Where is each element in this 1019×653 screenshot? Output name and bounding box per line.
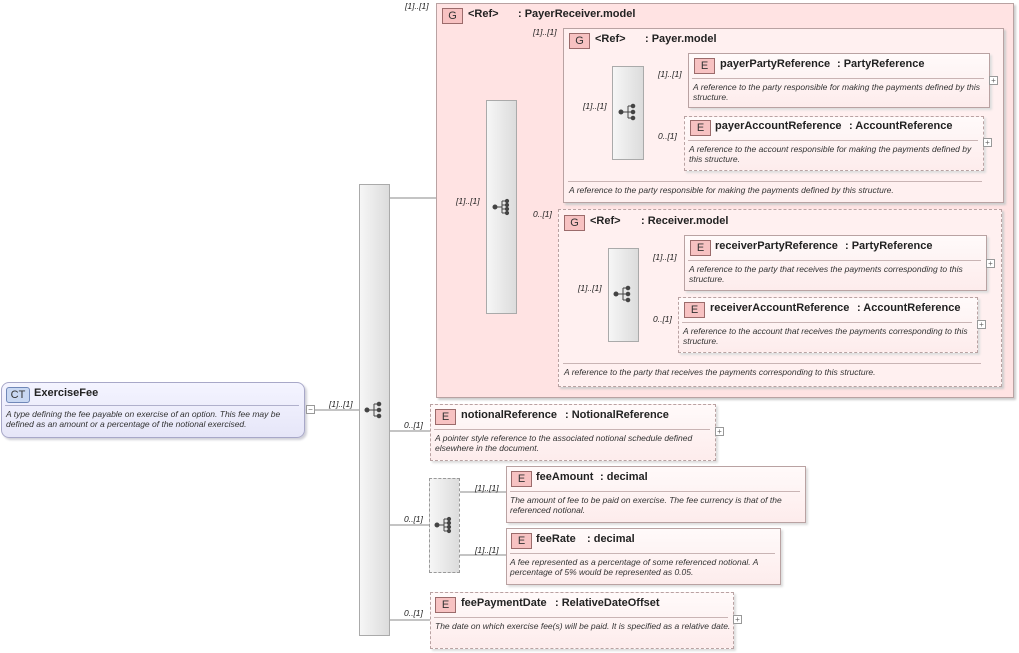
element-description: A reference to the account that receives… (683, 326, 968, 346)
complex-type-description: A type defining the fee payable on exerc… (6, 409, 281, 429)
cardinality-fee-payment-date: 0..[1] (404, 608, 423, 618)
element-description: A reference to the party that receives t… (689, 264, 963, 284)
cardinality-payer-sequence: [1]..[1] (583, 101, 607, 111)
element-divider (682, 322, 972, 323)
element-divider (510, 491, 800, 492)
group-divider (568, 181, 982, 182)
cardinality-payer-party: [1]..[1] (658, 69, 682, 79)
element-payer-party-reference[interactable] (688, 53, 990, 108)
complex-type-divider (5, 405, 299, 406)
choice-icon (434, 516, 452, 534)
group-ref-label: <Ref> (468, 8, 499, 20)
element-name: payerPartyReference (720, 58, 831, 70)
element-payer-account-reference[interactable] (684, 116, 984, 171)
cardinality-receiver-party: [1]..[1] (653, 252, 677, 262)
element-fee-rate[interactable] (506, 528, 781, 585)
collapse-toggle[interactable]: − (306, 405, 315, 414)
sequence-icon (613, 285, 631, 303)
element-icon: E (435, 597, 456, 613)
group-name: : Payer.model (645, 33, 717, 45)
element-fee-amount[interactable] (506, 466, 806, 523)
expand-toggle[interactable]: + (977, 320, 986, 329)
cardinality-receiver-account: 0..[1] (653, 314, 672, 324)
element-divider (434, 429, 710, 430)
group-name: : Receiver.model (641, 215, 729, 227)
group-description: A reference to the party that receives t… (564, 367, 876, 377)
cardinality-payer-account: 0..[1] (658, 131, 677, 141)
element-description: A fee represented as a percentage of som… (510, 557, 759, 577)
element-divider (688, 140, 978, 141)
element-icon: E (511, 533, 532, 549)
cardinality-receiver-sequence: [1]..[1] (578, 283, 602, 293)
element-notional-reference[interactable] (430, 404, 716, 461)
element-name: receiverAccountReference (710, 302, 850, 314)
cardinality-fee-choice: 0..[1] (404, 514, 423, 524)
element-fee-payment-date[interactable] (430, 592, 734, 649)
group-ref-label: <Ref> (595, 33, 626, 45)
element-name: receiverPartyReference (715, 240, 838, 252)
element-name: feeAmount (536, 471, 594, 483)
group-icon: G (569, 33, 590, 49)
element-divider (434, 617, 728, 618)
element-type: : PartyReference (845, 240, 933, 252)
cardinality-root-sequence: [1]..[1] (329, 399, 353, 409)
element-type: : AccountReference (849, 120, 953, 132)
group-icon: G (564, 215, 585, 231)
element-type: : decimal (600, 471, 648, 483)
element-description: A pointer style reference to the associa… (435, 433, 693, 453)
expand-toggle[interactable]: + (989, 76, 998, 85)
element-icon: E (511, 471, 532, 487)
element-description: The date on which exercise fee(s) will b… (435, 621, 731, 631)
element-name: payerAccountReference (715, 120, 842, 132)
element-icon: E (684, 302, 705, 318)
cardinality-receiver-group: 0..[1] (533, 209, 552, 219)
element-divider (510, 553, 775, 554)
element-name: feePaymentDate (461, 597, 547, 609)
sequence-icon (618, 103, 636, 121)
complex-type-icon: CT (6, 387, 30, 403)
sequence-icon (364, 401, 382, 419)
cardinality-fee-rate: [1]..[1] (475, 545, 499, 555)
element-description: A reference to the party responsible for… (693, 82, 980, 102)
element-name: notionalReference (461, 409, 557, 421)
group-icon: G (442, 8, 463, 24)
element-type: : NotionalReference (565, 409, 669, 421)
element-type: : AccountReference (857, 302, 961, 314)
element-icon: E (435, 409, 456, 425)
group-divider (563, 363, 981, 364)
element-description: The amount of fee to be paid on exercise… (510, 495, 782, 515)
group-description: A reference to the party responsible for… (569, 185, 894, 195)
choice-icon (492, 198, 510, 216)
element-description: A reference to the account responsible f… (689, 144, 972, 164)
element-name: feeRate (536, 533, 576, 545)
element-icon: E (694, 58, 715, 74)
element-divider (692, 78, 984, 79)
cardinality-payer-receiver-group: [1]..[1] (405, 1, 429, 11)
expand-toggle[interactable]: + (983, 138, 992, 147)
complex-type-name: ExerciseFee (34, 387, 99, 399)
element-type: : decimal (587, 533, 635, 545)
cardinality-outer-choice: [1]..[1] (456, 196, 480, 206)
complex-type-exercise-fee[interactable] (1, 382, 305, 438)
group-ref-label: <Ref> (590, 215, 621, 227)
element-divider (688, 260, 981, 261)
expand-toggle[interactable]: + (715, 427, 724, 436)
expand-toggle[interactable]: + (986, 259, 995, 268)
element-icon: E (690, 120, 711, 136)
cardinality-notional-reference: 0..[1] (404, 420, 423, 430)
element-type: : RelativeDateOffset (555, 597, 660, 609)
cardinality-fee-amount: [1]..[1] (475, 483, 499, 493)
element-type: : PartyReference (837, 58, 925, 70)
cardinality-payer-group: [1]..[1] (533, 27, 557, 37)
group-name: : PayerReceiver.model (518, 8, 636, 20)
expand-toggle[interactable]: + (733, 615, 742, 624)
element-icon: E (690, 240, 711, 256)
